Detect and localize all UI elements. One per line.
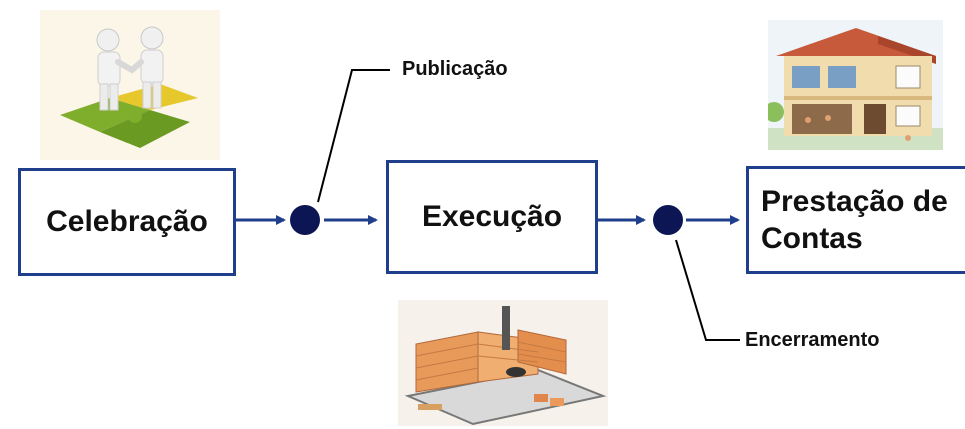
publicacao-label: Publicação bbox=[402, 58, 508, 80]
stage-prestacao-de-contas: Prestação de Contas bbox=[746, 166, 965, 274]
handshake-puzzle-icon bbox=[40, 10, 220, 160]
publicacao-leader-line bbox=[317, 69, 390, 203]
encerramento-leader-line bbox=[675, 239, 740, 341]
school-building-icon bbox=[768, 20, 943, 150]
publicacao-node bbox=[290, 205, 320, 235]
construction-walls-icon bbox=[398, 300, 608, 426]
encerramento-node bbox=[653, 205, 683, 235]
stage-celebracao-label: Celebração bbox=[46, 205, 208, 238]
stage-execucao: Execução bbox=[386, 160, 598, 274]
encerramento-label: Encerramento bbox=[745, 329, 880, 351]
stage-prestacao-label-line1: Prestação de bbox=[761, 184, 948, 218]
stage-execucao-label: Execução bbox=[421, 200, 563, 233]
stage-prestacao-label-line2: Contas bbox=[761, 222, 863, 255]
stage-celebracao: Celebração bbox=[18, 168, 236, 276]
